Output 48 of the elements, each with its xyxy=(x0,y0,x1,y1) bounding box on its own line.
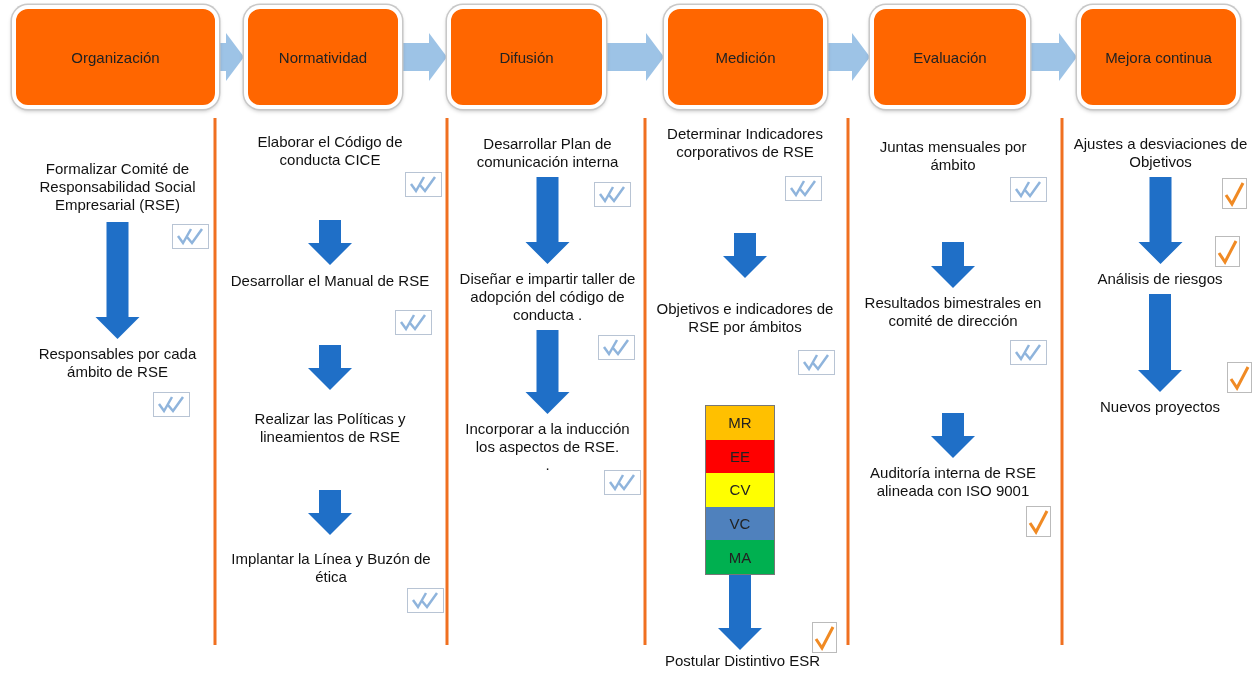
block-arrow xyxy=(1138,294,1182,392)
step-text: Formalizar Comité de Responsabilidad Social Empresarial (RSE) xyxy=(38,160,197,214)
color-stack xyxy=(705,405,775,575)
step-text: Nuevos proyectos xyxy=(1099,398,1221,416)
block-arrow xyxy=(723,233,767,278)
category-band: EE xyxy=(706,439,774,474)
block-arrow xyxy=(1138,177,1183,264)
block-arrow xyxy=(718,575,762,650)
step-text: Desarrollar el Manual de RSE xyxy=(230,272,430,290)
block-arrow xyxy=(525,330,570,414)
step-text: Responsables por cada ámbito de RSE xyxy=(37,345,198,381)
step-text: Realizar las Políticas y lineamientos de RSE xyxy=(253,410,407,446)
step-text: Análisis de riesgos xyxy=(1097,270,1223,288)
step-text: Diseñar e impartir taller de adopción del código de conducta . xyxy=(458,270,637,324)
step-box: Evaluación xyxy=(870,5,1030,109)
block-arrow xyxy=(525,177,570,264)
step-text: Determinar Indicadores corporativos de RSE xyxy=(666,125,824,161)
step-text: Resultados bimestrales en comité de dirección xyxy=(863,294,1043,330)
block-arrow xyxy=(308,345,352,390)
block-arrow xyxy=(95,222,140,339)
category-band: MA xyxy=(706,540,774,574)
step-box: Difusión xyxy=(447,5,606,109)
block-arrow xyxy=(402,33,447,81)
step-text: Elaborar el Código de conducta CICE xyxy=(256,133,404,169)
step-text: Postular Distintivo ESR xyxy=(664,652,821,670)
step-box: Mejora continua xyxy=(1077,5,1240,109)
category-band: MR xyxy=(706,406,774,440)
category-band: VC xyxy=(706,506,774,541)
step-text: . xyxy=(545,456,550,474)
step-text: Auditoría interna de RSE alineada con ISO 9001 xyxy=(869,464,1037,500)
block-arrow xyxy=(606,33,664,81)
block-arrow xyxy=(827,33,870,81)
step-text: Incorporar a la inducción los aspectos de RSE. xyxy=(464,420,631,456)
step-box: Medición xyxy=(664,5,827,109)
step-text: Desarrollar Plan de comunicación interna xyxy=(475,135,620,171)
category-band: CV xyxy=(706,473,774,507)
block-arrow xyxy=(1030,33,1077,81)
block-arrow xyxy=(931,413,975,458)
step-text: Ajustes a desviaciones de Objetivos xyxy=(1073,135,1248,171)
block-arrow xyxy=(931,242,975,288)
block-arrow xyxy=(308,220,352,265)
step-box: Organización xyxy=(12,5,219,109)
block-arrow xyxy=(219,33,244,81)
step-text: Juntas mensuales por ámbito xyxy=(878,138,1028,174)
step-text: Objetivos e indicadores de RSE por ámbitos xyxy=(655,300,835,336)
step-text: Implantar la Línea y Buzón de ética xyxy=(230,550,432,586)
step-box: Normatividad xyxy=(244,5,402,109)
block-arrow xyxy=(308,490,352,535)
